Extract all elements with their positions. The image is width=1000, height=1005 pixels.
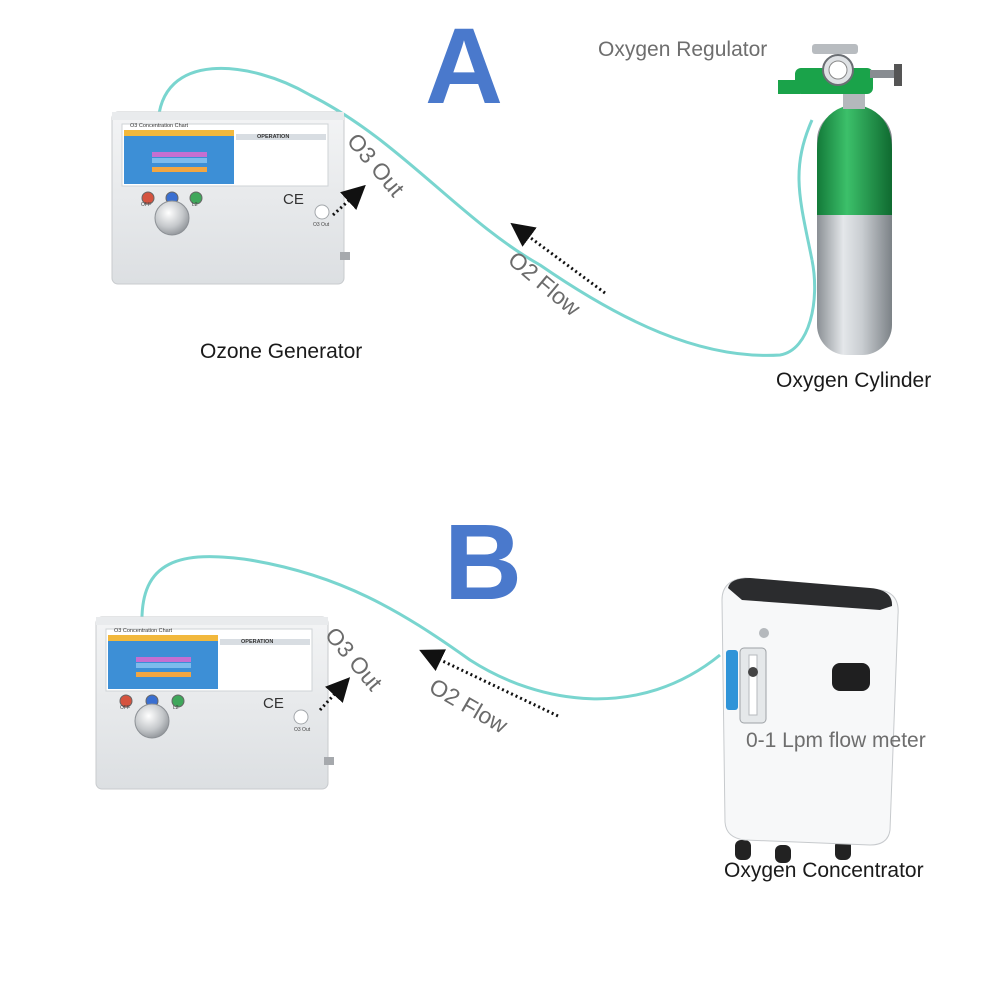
flow-meter-label: 0-1 Lpm flow meter — [746, 729, 926, 752]
section-letter-a: A — [425, 5, 503, 126]
oxygen-cylinder-label: Oxygen Cylinder — [776, 369, 932, 392]
operation-label-b: OPERATION — [241, 639, 273, 645]
section-letter-b: B — [444, 501, 522, 622]
o2-flow-arrow-b — [419, 649, 559, 718]
chart-title-a: O3 Concentration Chart — [130, 123, 189, 129]
ozone-generator-label: Ozone Generator — [200, 340, 363, 363]
off-label-b: OFF — [120, 705, 130, 711]
ce-mark-b: CE — [263, 695, 284, 712]
tube-b — [140, 555, 721, 701]
oxygen-concentrator-label: Oxygen Concentrator — [724, 859, 924, 882]
ozone-generator-a — [111, 111, 350, 285]
oxygen-regulator — [778, 44, 902, 94]
oxygen-concentrator — [721, 577, 899, 863]
l2-label-a: L2 — [192, 202, 198, 208]
ce-mark-a: CE — [283, 191, 304, 208]
ozone-generator-b — [95, 616, 334, 790]
o3-port-label-b: O3 Out — [294, 727, 311, 733]
o3-out-arrow-a — [331, 184, 366, 217]
o3-port-label-a: O3 Out — [313, 222, 330, 228]
oxygen-regulator-label: Oxygen Regulator — [598, 38, 768, 61]
chart-title-b: O3 Concentration Chart — [114, 628, 173, 634]
tube-a-cylinder — [797, 119, 814, 261]
operation-label-a: OPERATION — [257, 134, 289, 140]
o3-out-arrow-b — [318, 677, 351, 712]
oxygen-cylinder — [817, 93, 892, 355]
tube-a — [156, 66, 817, 357]
l2-label-b: L2 — [173, 705, 179, 711]
off-label-a: OFF — [141, 202, 151, 208]
